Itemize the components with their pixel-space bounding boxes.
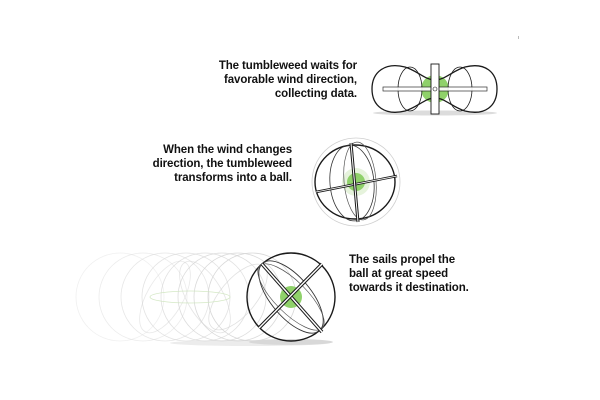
tumbleweed-ball-illustration: [246, 252, 336, 345]
ground-shadow: [249, 339, 333, 345]
caption-line: favorable wind direction,: [224, 74, 357, 86]
caption-line: collecting data.: [274, 88, 357, 100]
caption-line: The tumbleweed waits for: [218, 60, 357, 72]
caption-line: The sails propel the: [349, 254, 455, 266]
step-2-caption: When the wind changes direction, the tum…: [153, 143, 292, 185]
tumbleweed-open-illustration: [371, 63, 498, 116]
tumbleweed-transforming-illustration: [311, 137, 401, 227]
caption-line: direction, the tumbleweed: [152, 158, 292, 170]
caption-line: ball at great speed: [349, 268, 449, 280]
caption-line: towards it destination.: [349, 282, 469, 294]
decorative-mark: [518, 36, 519, 39]
caption-line: transforms into a ball.: [174, 172, 292, 184]
step-3-caption: The sails propel the ball at great speed…: [349, 253, 469, 295]
caption-line: When the wind changes: [163, 144, 292, 156]
step-1-caption: The tumbleweed waits for favorable wind …: [219, 59, 357, 101]
